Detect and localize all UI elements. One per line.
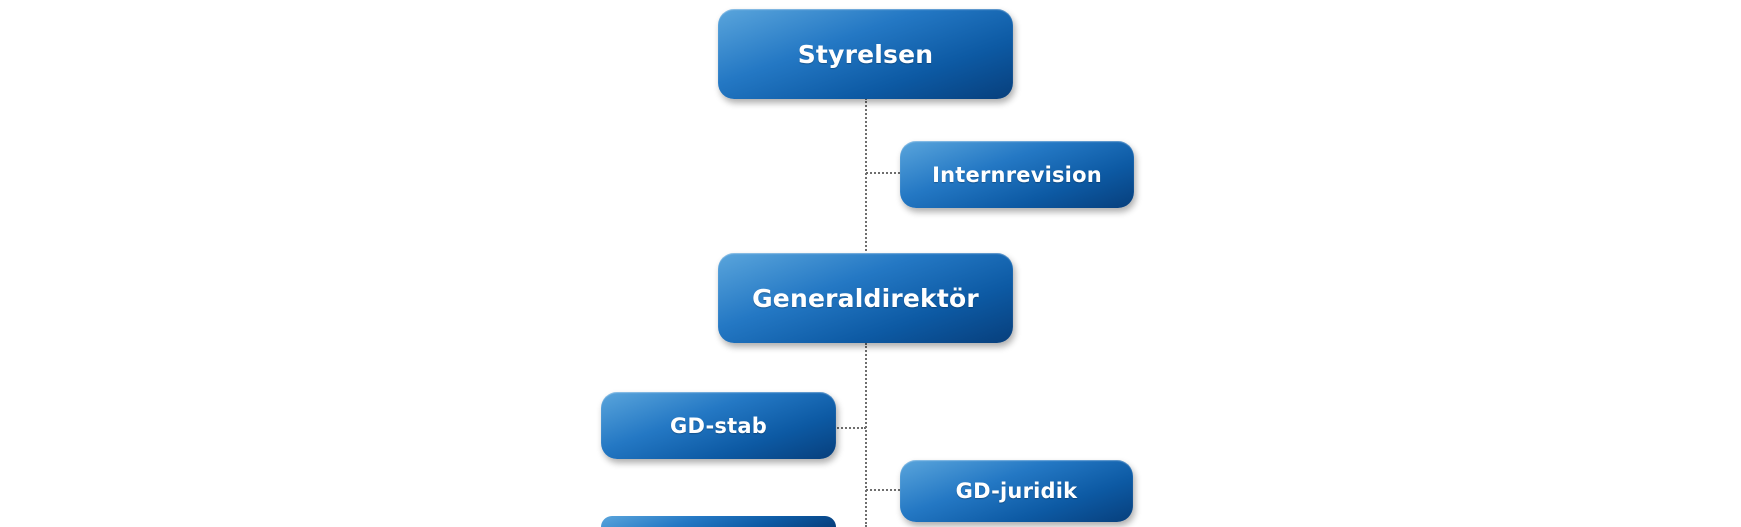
node-director-general: Generaldirektör — [718, 253, 1013, 343]
node-gd-legal: GD-juridik — [900, 460, 1133, 522]
node-gd-staff: GD-stab — [601, 392, 836, 459]
node-internal-audit-label: Internrevision — [932, 162, 1102, 187]
connector-board-to-director — [865, 98, 867, 255]
node-gd-legal-label: GD-juridik — [955, 479, 1078, 503]
node-director-general-label: Generaldirektör — [752, 283, 979, 313]
connector-director-down — [865, 343, 867, 527]
node-gd-staff-label: GD-stab — [670, 413, 767, 438]
node-board-label: Styrelsen — [797, 39, 934, 69]
node-board: Styrelsen — [718, 9, 1013, 99]
node-internal-audit: Internrevision — [900, 141, 1134, 208]
connector-gd-juridik — [866, 489, 900, 491]
connector-internal-audit — [866, 172, 900, 174]
connector-gd-stab — [834, 427, 866, 429]
node-partial-bottom — [601, 516, 836, 527]
